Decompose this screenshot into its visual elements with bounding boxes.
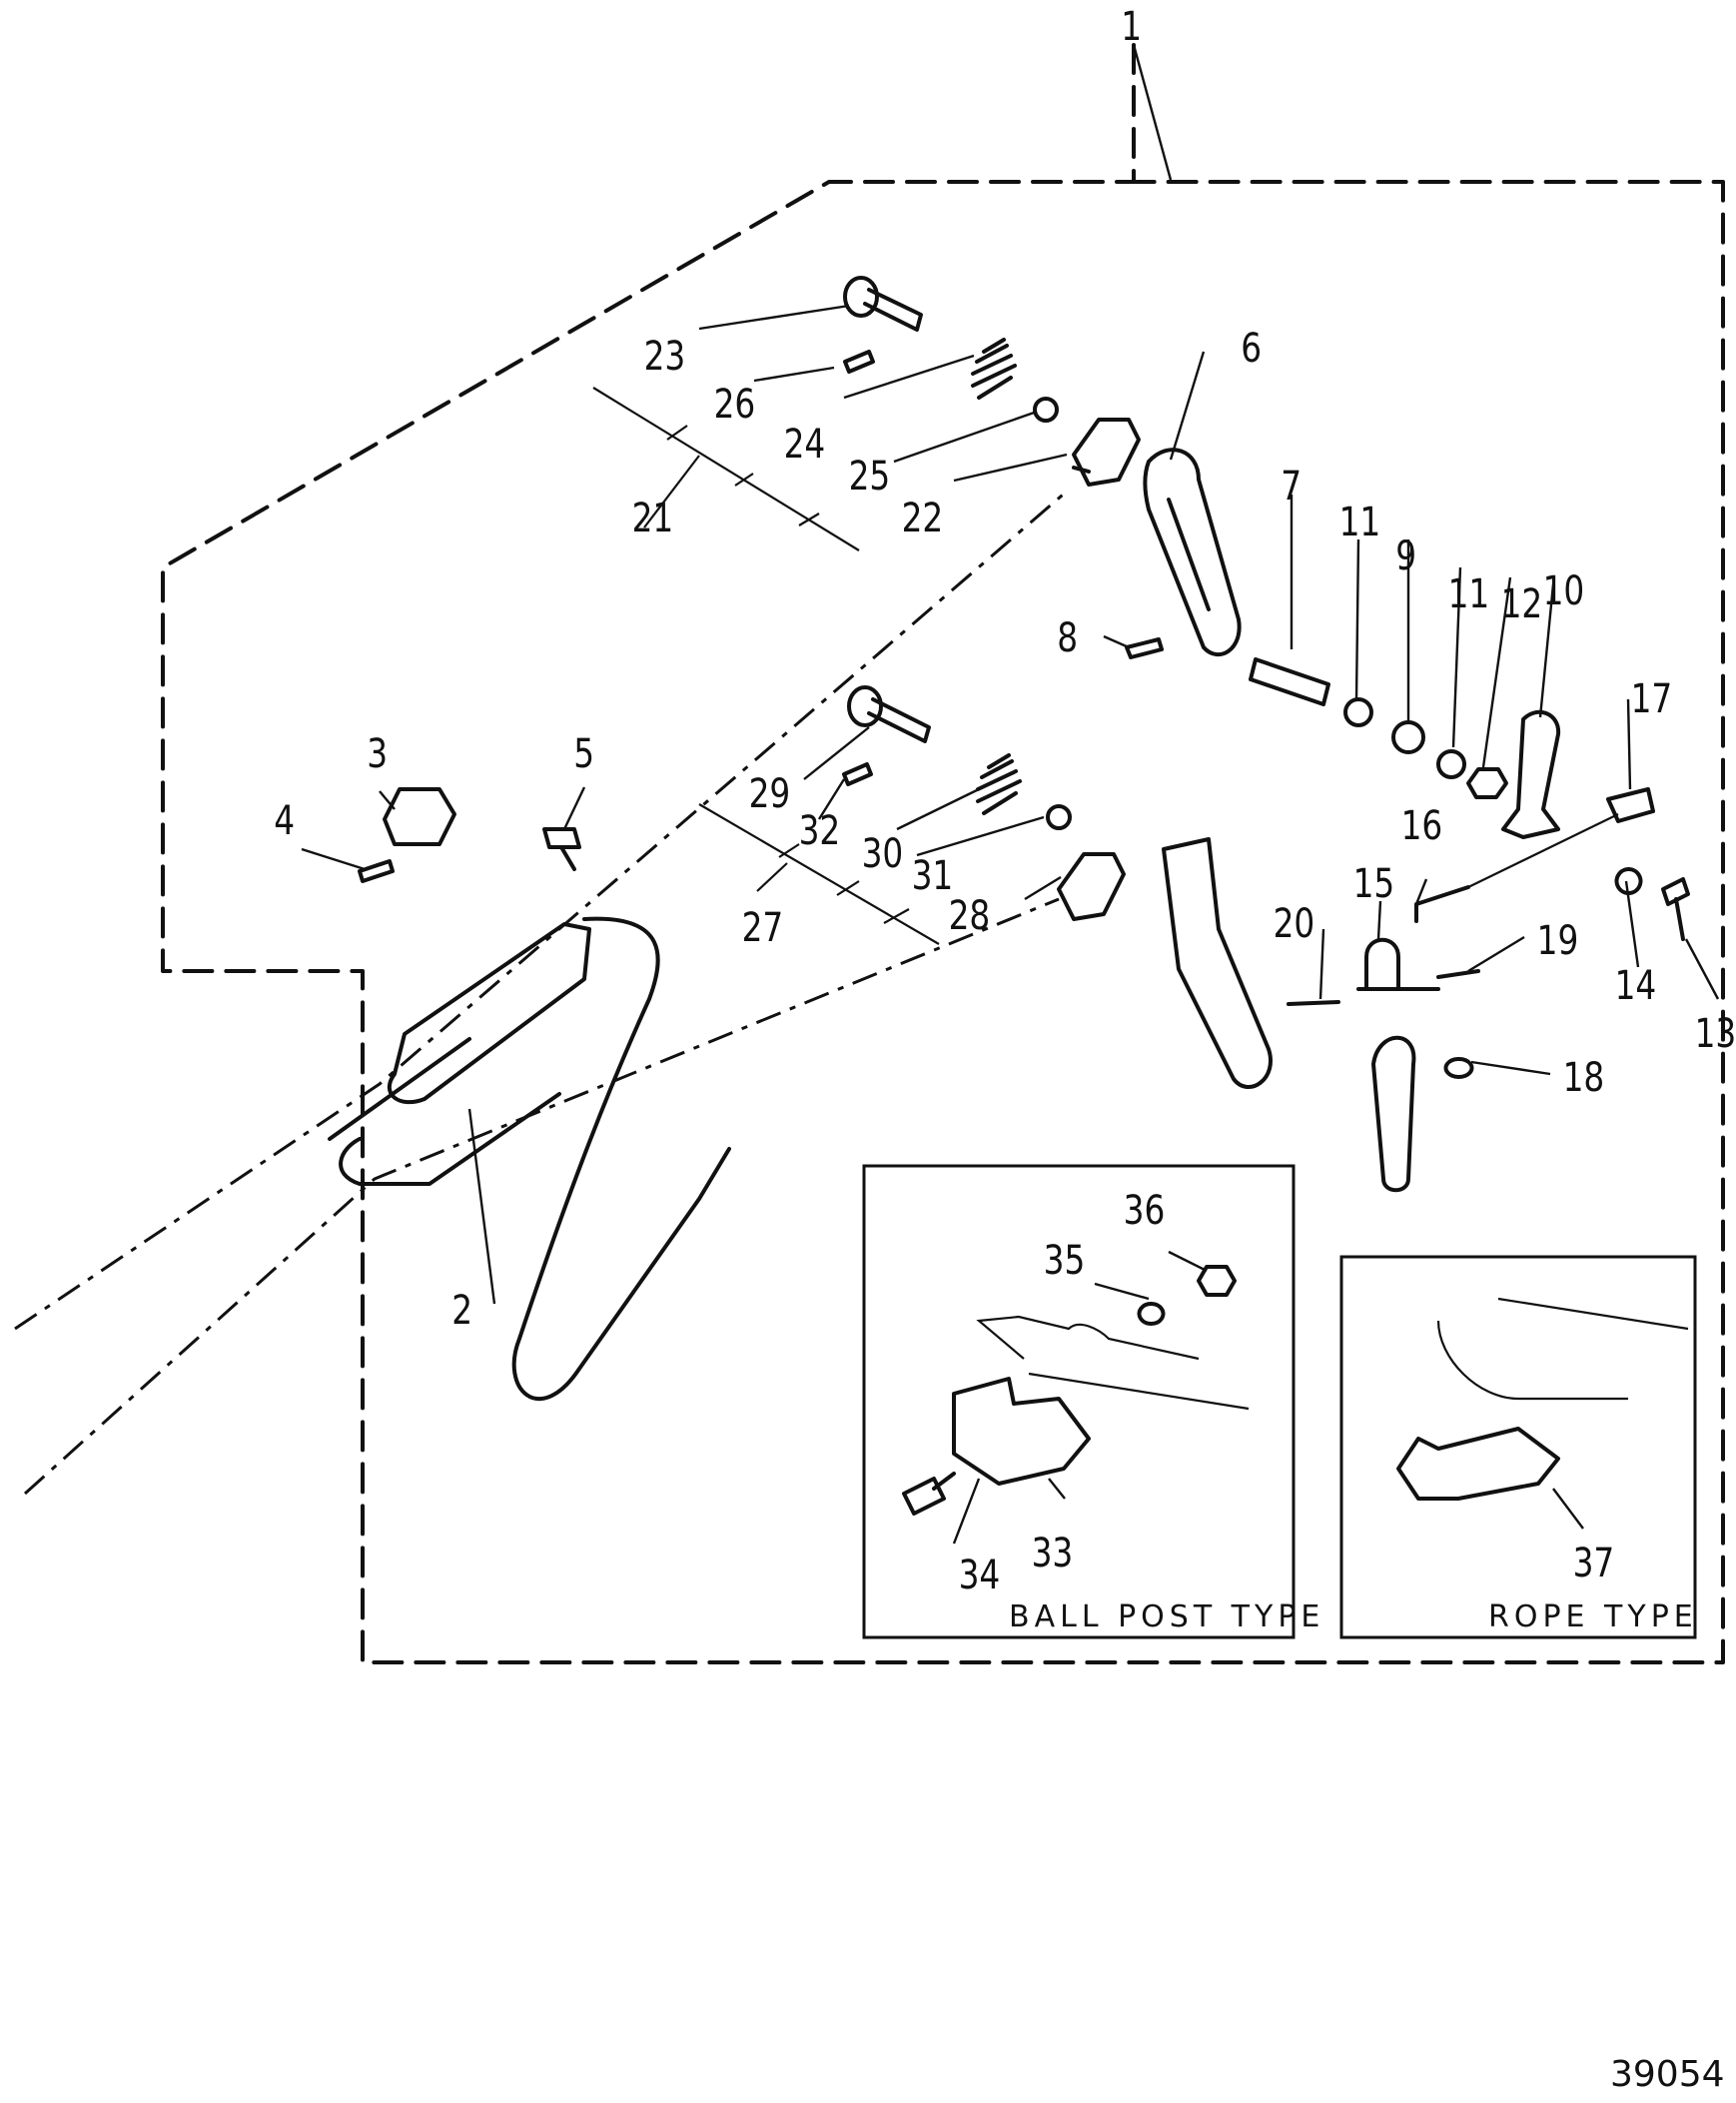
anchor-bracket-2 — [328, 922, 591, 1186]
callout-9: 9 — [1395, 532, 1416, 579]
pin-19 — [1436, 969, 1480, 979]
callout-35: 35 — [1044, 1237, 1086, 1284]
screw-8 — [1125, 637, 1164, 659]
lever-10 — [1501, 709, 1561, 839]
callout-19: 19 — [1537, 917, 1579, 964]
nut-12 — [1466, 767, 1508, 799]
callout-16: 16 — [1401, 802, 1443, 849]
callout-22: 22 — [902, 495, 944, 541]
callout-30: 30 — [862, 830, 904, 877]
kit-bracket-27 — [698, 803, 940, 945]
callout-14: 14 — [1615, 962, 1657, 1009]
bracket-3 — [383, 787, 456, 846]
callout-32: 32 — [799, 807, 841, 854]
bracket-33 — [952, 1377, 1091, 1486]
washer-18 — [1443, 1057, 1474, 1079]
nut-9 — [1391, 720, 1425, 754]
pin-29 — [847, 685, 931, 743]
shift-lever — [1162, 837, 1273, 1090]
callout-2: 2 — [451, 1287, 472, 1334]
rod-16 — [1414, 885, 1470, 923]
callout-17: 17 — [1631, 675, 1673, 722]
screw-13 — [1661, 877, 1690, 941]
spring-24 — [971, 338, 1017, 400]
callout-36: 36 — [1124, 1187, 1166, 1234]
callout-12: 12 — [1501, 580, 1543, 627]
callout-15: 15 — [1353, 860, 1395, 907]
callout-8: 8 — [1057, 614, 1078, 661]
screw-20 — [1287, 1000, 1340, 1006]
inset-rope — [1339, 1255, 1697, 1639]
callout-34: 34 — [959, 1552, 1001, 1598]
screw-34 — [902, 1472, 956, 1516]
carb-outline-ball-post — [976, 1315, 1250, 1411]
kit-bracket-21 — [592, 387, 860, 551]
inset-ball-post — [862, 1164, 1296, 1639]
callout-28: 28 — [949, 892, 991, 939]
callout-18: 18 — [1563, 1054, 1605, 1101]
callout-7: 7 — [1281, 463, 1302, 510]
callout-11-b: 11 — [1448, 570, 1490, 617]
pin-26 — [843, 350, 875, 374]
callout-5: 5 — [573, 730, 594, 777]
shift-cable — [23, 897, 1060, 1496]
washer-11b — [1436, 749, 1466, 779]
callout-3: 3 — [367, 730, 388, 777]
throttle-lever-6 — [1143, 448, 1242, 657]
cable-end-22 — [1072, 418, 1141, 487]
clip-15 — [1356, 937, 1440, 991]
callout-10: 10 — [1543, 567, 1585, 614]
ball-post-35 — [1137, 1302, 1166, 1326]
link-rod — [1467, 813, 1619, 888]
callout-25: 25 — [849, 453, 891, 500]
cable-loop — [511, 916, 731, 1402]
washer-31 — [1046, 804, 1072, 830]
link-17 — [1606, 787, 1655, 823]
callout-13: 13 — [1695, 1010, 1736, 1057]
leader-lines — [301, 44, 1720, 1545]
callout-11-a: 11 — [1339, 499, 1381, 545]
throttle-cable — [14, 488, 1070, 1331]
pin-23 — [843, 276, 923, 332]
callout-37: 37 — [1573, 1540, 1615, 1586]
screw-5 — [542, 827, 581, 871]
washer-14 — [1614, 867, 1643, 895]
callout-23: 23 — [644, 333, 686, 380]
callout-6: 6 — [1241, 325, 1262, 372]
spring-30 — [976, 753, 1022, 815]
callout-1: 1 — [1121, 3, 1142, 50]
rope-type-caption: ROPE TYPE — [1488, 1599, 1698, 1634]
callout-4: 4 — [274, 797, 295, 844]
screw-4 — [358, 859, 395, 883]
callout-29: 29 — [749, 770, 791, 817]
callout-24: 24 — [784, 421, 826, 468]
nut-36 — [1197, 1265, 1237, 1297]
pin-7 — [1249, 657, 1330, 706]
drawing-id: 39054 — [1610, 2054, 1725, 2095]
washer-11a — [1343, 697, 1373, 727]
callout-20: 20 — [1274, 900, 1315, 947]
washer-25 — [1033, 397, 1059, 423]
throttle-handle — [1371, 1035, 1416, 1193]
callout-33: 33 — [1032, 1530, 1074, 1577]
callout-27: 27 — [742, 904, 784, 951]
callout-21: 21 — [632, 495, 674, 541]
bracket-37 — [1396, 1427, 1560, 1501]
ball-post-type-caption: BALL POST TYPE — [1009, 1599, 1324, 1634]
callout-31: 31 — [912, 852, 954, 899]
pin-32 — [842, 762, 873, 786]
cable-end-28 — [1057, 852, 1126, 921]
carb-outline-rope — [1436, 1297, 1689, 1401]
callout-26: 26 — [714, 381, 756, 428]
